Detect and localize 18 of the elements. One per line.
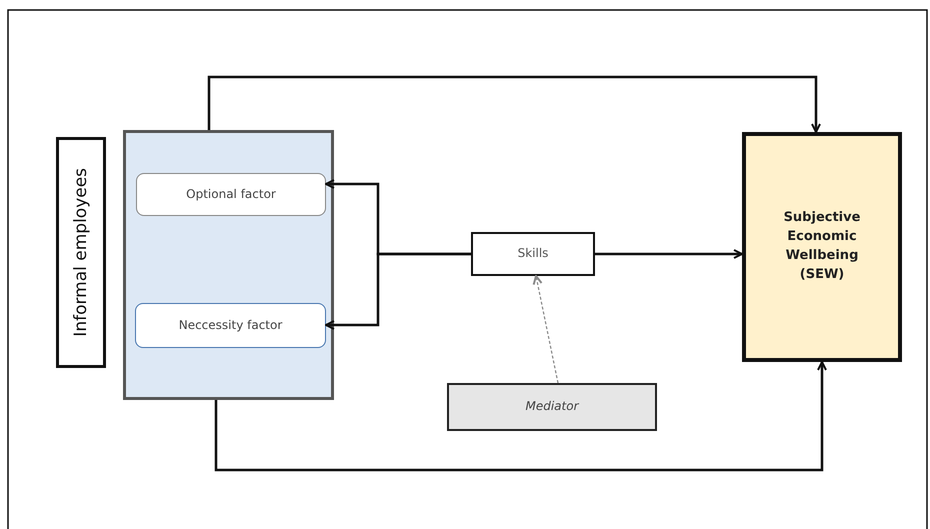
mediator-box [447, 383, 657, 431]
arrow [325, 252, 471, 330]
node-label: Optional factor [186, 186, 276, 203]
arrow [214, 361, 827, 472]
group-box [123, 130, 334, 400]
node-label: Informal employees [70, 168, 92, 337]
node-label: Skills [518, 245, 548, 262]
arrow [532, 275, 559, 384]
node-label: Mediator [525, 398, 579, 416]
factor-box [136, 173, 326, 216]
arrow [595, 249, 743, 259]
arrow [208, 76, 821, 133]
group-label-box [56, 137, 106, 368]
node-label: Subjective Economic Wellbeing (SEW) [782, 209, 862, 284]
outcome-box [742, 132, 902, 362]
node-label: Neccessity factor [178, 316, 282, 334]
process-box [471, 232, 595, 276]
factor-box [135, 303, 326, 348]
